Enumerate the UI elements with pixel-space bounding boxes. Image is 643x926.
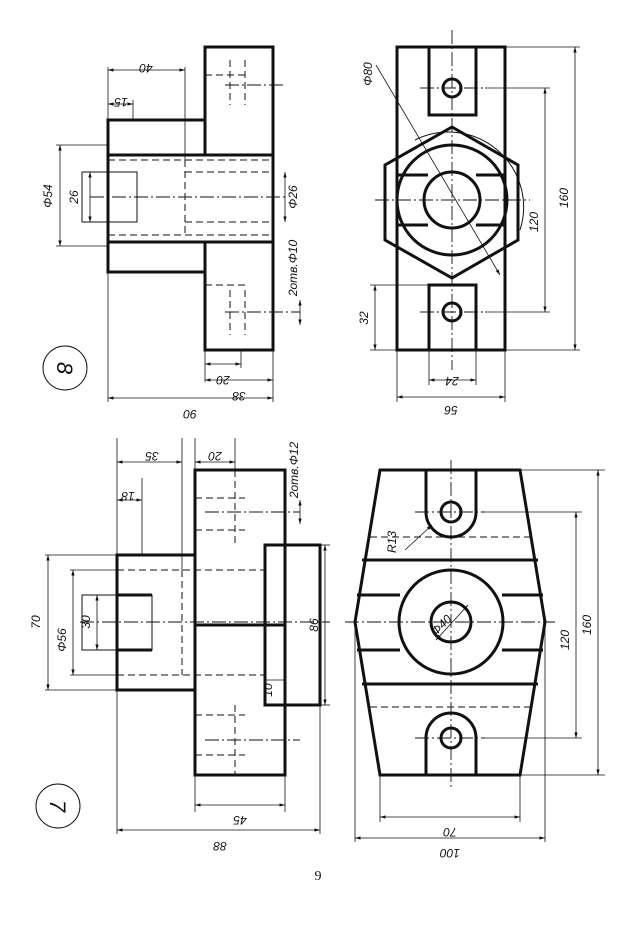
drawing-7: 7 70 xyxy=(29,438,605,860)
drawing-7-front-view xyxy=(80,468,330,777)
drawing-8-dim-160: 160 xyxy=(557,188,571,208)
drawing-8-dim-40: 40 xyxy=(139,61,153,75)
drawing-7-dim-70: 70 xyxy=(29,615,43,629)
drawing-7-dim-10: 10 xyxy=(261,683,275,697)
drawing-8-front-view xyxy=(81,45,300,352)
drawing-8-dim-54: Φ54 xyxy=(41,184,55,208)
drawing-7-dim-100: 100 xyxy=(440,846,460,860)
drawing-7-dim-30: 30 xyxy=(79,615,93,629)
drawing-7-dim-86: 86 xyxy=(307,618,321,632)
drawing-7-front-dimensions: 70 Φ56 30 18 35 20 2отв.Φ12 86 xyxy=(29,438,330,853)
drawing-8-number-badge: 8 xyxy=(42,345,88,391)
drawing-7-number: 7 xyxy=(45,800,70,813)
drawing-7-dim-holes: 2отв.Φ12 xyxy=(287,442,301,500)
drawing-7-dim-120: 120 xyxy=(558,630,572,650)
drawing-8-dim-90: 90 xyxy=(183,407,197,421)
drawing-8-dim-120: 120 xyxy=(527,212,541,232)
drawing-8-dim-holes: 2отв.Φ10 xyxy=(286,240,300,298)
drawing-7-dim-45: 45 xyxy=(233,813,247,827)
drawing-8-front-dimensions: Φ54 26 40 15 Φ26 2отв.Φ10 20 38 90 xyxy=(41,61,302,421)
drawing-8-dim-32: 32 xyxy=(357,311,371,325)
drawing-7-top-dimensions: R13 Φ40 120 160 70 100 xyxy=(354,469,605,860)
drawing-7-dim-18: 18 xyxy=(121,489,135,503)
drawing-8-dim-24: 24 xyxy=(445,374,460,388)
page-number: 9 xyxy=(315,869,322,884)
drawing-7-dim-20: 20 xyxy=(208,449,223,463)
drawing-7-dim-r13: R13 xyxy=(385,531,399,553)
drawing-8-top-dimensions: Φ80 160 120 32 24 56 xyxy=(357,46,580,417)
drawing-8: 8 xyxy=(41,30,580,421)
drawing-8-dim-38: 38 xyxy=(232,389,246,403)
drawing-8-dim-26: 26 xyxy=(67,190,81,205)
drawing-8-dim-56: 56 xyxy=(444,403,458,417)
drawing-7-number-badge: 7 xyxy=(35,783,81,829)
drawing-7-dim-56: Φ56 xyxy=(55,628,69,652)
drawing-7-dim-35: 35 xyxy=(145,449,159,463)
drawing-7-dim-160: 160 xyxy=(580,615,594,635)
drawing-8-dim-15: 15 xyxy=(114,95,128,109)
drawing-8-dim-phi80: Φ80 xyxy=(361,62,375,86)
drawing-8-top-view xyxy=(375,30,530,370)
drawing-8-dim-phi26: Φ26 xyxy=(286,185,300,209)
drawing-7-dim-88: 88 xyxy=(213,839,227,853)
drawing-8-number: 8 xyxy=(52,362,77,375)
drawing-7-dim-70b: 70 xyxy=(443,825,457,839)
drawing-7-top-view xyxy=(345,460,555,790)
